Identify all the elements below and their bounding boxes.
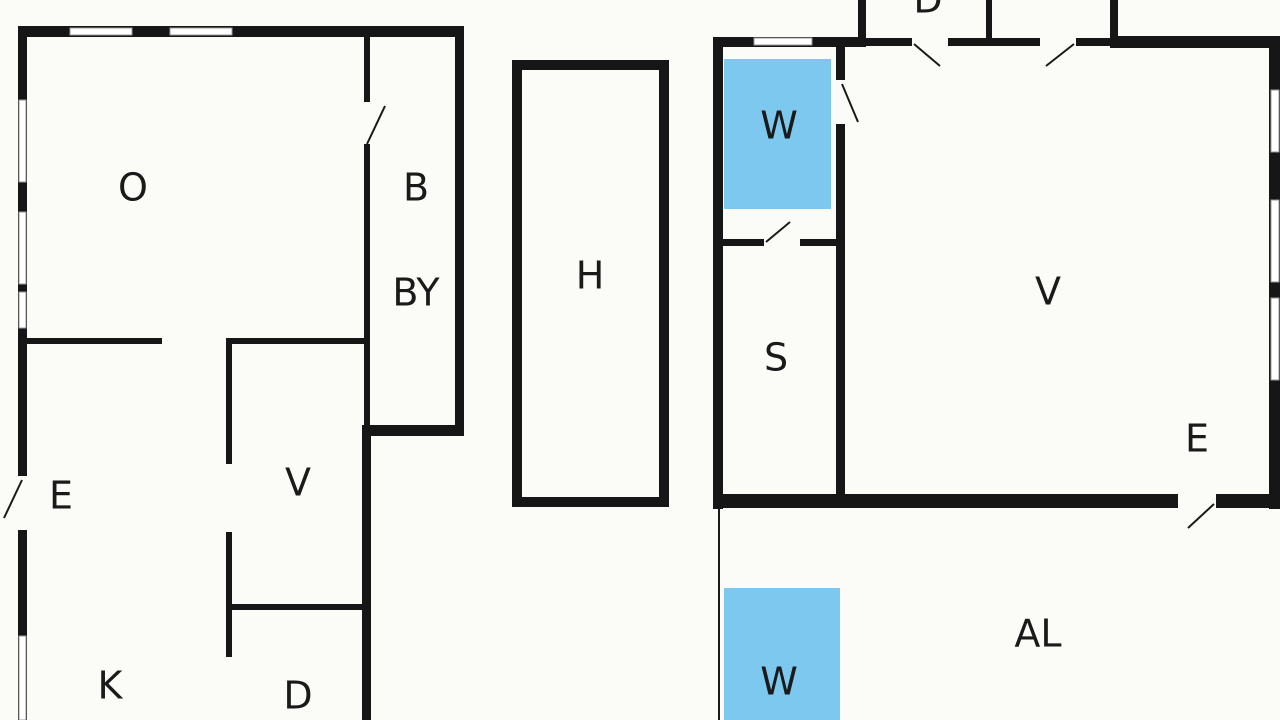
wall-right-lower: [362, 425, 371, 720]
room-labels: O B BY E V K D H D W S V E AL W: [49, 0, 1209, 718]
room-label-d-top: D: [913, 0, 942, 22]
door-s-leaf: [765, 221, 791, 243]
wet-room-bottom: [724, 588, 840, 720]
room-label-v: V: [285, 461, 311, 505]
window: [18, 211, 27, 285]
door-s: [764, 238, 800, 247]
wall-right-left: [713, 37, 723, 509]
door-al-leaf: [1187, 503, 1215, 529]
wall-left-top: [18, 26, 464, 37]
window: [1270, 199, 1280, 283]
room-label-al: AL: [1014, 612, 1061, 656]
wall-annex-left: [858, 0, 866, 46]
wall-o-bottom: [24, 338, 162, 344]
door-b-leaf: [366, 105, 386, 145]
wall-b-bottom: [362, 425, 464, 436]
wall-o-b-divider: [364, 37, 370, 427]
room-label-w-bottom: W: [760, 660, 798, 704]
window: [69, 27, 133, 36]
door-w-top: [835, 80, 846, 124]
room-label-e-right: E: [1185, 417, 1209, 461]
wall-v-top: [228, 338, 368, 344]
room-label-by: BY: [392, 271, 440, 315]
wall-h-left: [512, 60, 522, 507]
left-unit: [3, 26, 464, 720]
wall-v-left-upper: [226, 338, 232, 464]
door-entrance-leaf: [3, 479, 23, 519]
door-annex-1: [912, 37, 948, 48]
wall-right-bottom: [713, 494, 1280, 508]
room-label-v-right: V: [1035, 270, 1061, 314]
room-label-o: O: [118, 166, 148, 210]
door-annex-1-leaf: [913, 43, 941, 67]
wet-room-top: [724, 59, 831, 209]
wall-d-top: [228, 604, 368, 610]
wall-annex-right: [1110, 0, 1118, 46]
room-label-d: D: [283, 674, 312, 718]
door-entrance: [17, 476, 28, 530]
wall-right-top-end: [1110, 36, 1280, 48]
wall-b-right: [455, 26, 464, 436]
window: [18, 99, 27, 183]
window: [1270, 297, 1280, 381]
wall-v-left-lower: [226, 532, 232, 657]
wall-left-outer: [18, 26, 27, 720]
room-label-b: B: [403, 166, 429, 210]
window: [18, 291, 27, 329]
room-label-k: K: [98, 664, 124, 708]
right-unit: [713, 0, 1280, 720]
wall-h-top: [512, 60, 669, 70]
door-annex-2-leaf: [1045, 43, 1075, 67]
wall-annex-mid: [986, 0, 992, 44]
room-label-h: H: [576, 254, 605, 298]
room-label-e: E: [49, 474, 73, 518]
window: [753, 37, 813, 46]
door-annex-2: [1040, 37, 1076, 48]
wall-h-bottom: [512, 497, 669, 507]
wall-w-s-divider: [836, 37, 845, 505]
room-label-s: S: [764, 336, 788, 380]
room-label-w-top: W: [760, 104, 798, 148]
door-b: [363, 102, 371, 144]
door-al: [1178, 493, 1216, 509]
window: [169, 27, 233, 36]
middle-block: [512, 60, 669, 507]
wall-h-right: [659, 60, 669, 507]
window: [18, 635, 27, 720]
door-w-top-leaf: [841, 83, 859, 123]
window: [1270, 89, 1280, 153]
